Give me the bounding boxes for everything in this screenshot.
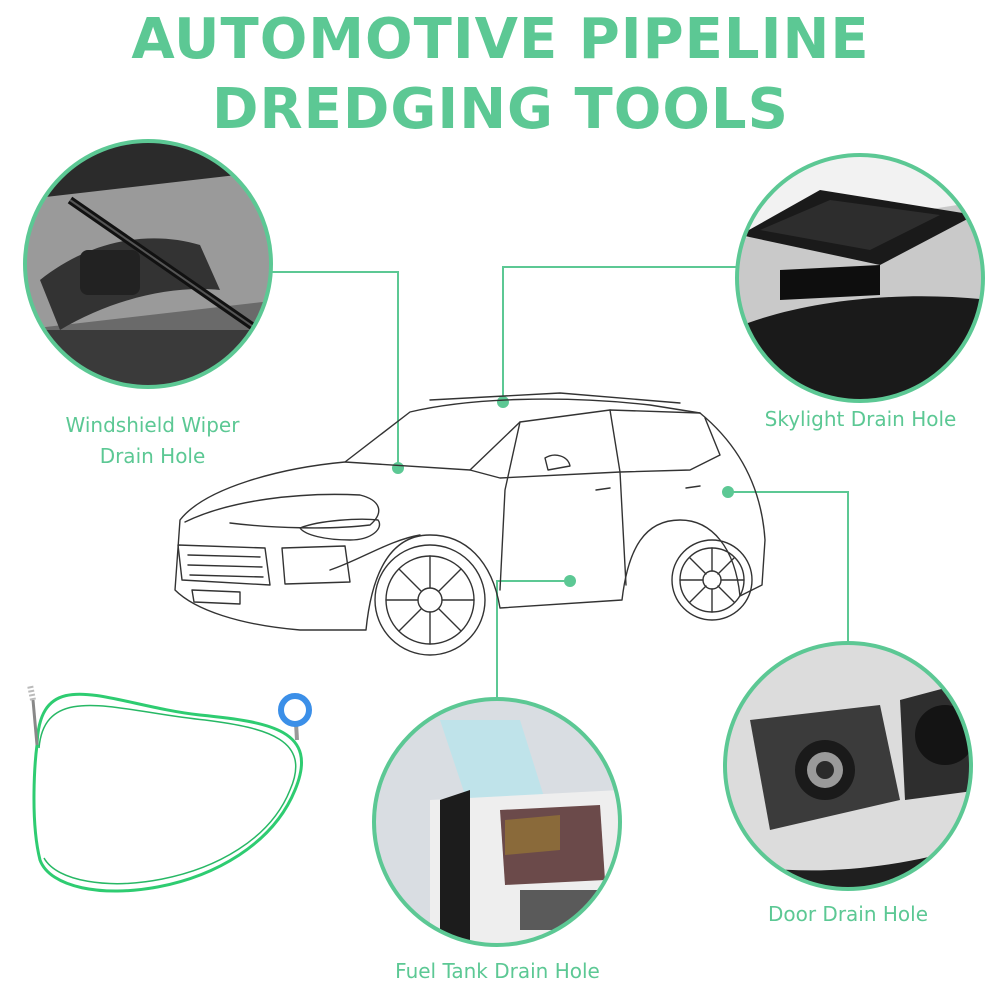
photo-windshield-wiper — [25, 141, 271, 387]
marker-door — [722, 486, 734, 498]
connector-fuel — [496, 580, 570, 699]
marker-windshield — [392, 462, 404, 474]
connector-lines — [271, 266, 849, 699]
connector-door — [728, 491, 849, 643]
connector-skylight — [502, 266, 737, 402]
connector-windshield — [271, 271, 399, 468]
label-door-drain-hole: Door Drain Hole — [767, 902, 929, 926]
photo-fuel-tank — [374, 699, 620, 945]
title-line-1: AUTOMOTIVE PIPELINE — [131, 7, 870, 72]
photo-skylight — [737, 155, 983, 401]
car-outline — [174, 392, 766, 656]
dredging-tool — [27, 684, 312, 893]
label-windshield-wiper: Windshield Wiper Drain Hole — [35, 410, 270, 472]
photo-door — [725, 643, 971, 889]
marker-fuel — [564, 575, 576, 587]
label-windshield-line2: Drain Hole — [99, 444, 206, 468]
marker-skylight — [497, 396, 509, 408]
label-fuel-tank-drain-hole: Fuel Tank Drain Hole — [395, 959, 600, 983]
label-skylight-drain-hole: Skylight Drain Hole — [764, 407, 957, 431]
label-windshield-line1: Windshield Wiper — [65, 413, 240, 437]
title-line-2: DREDGING TOOLS — [212, 77, 789, 142]
